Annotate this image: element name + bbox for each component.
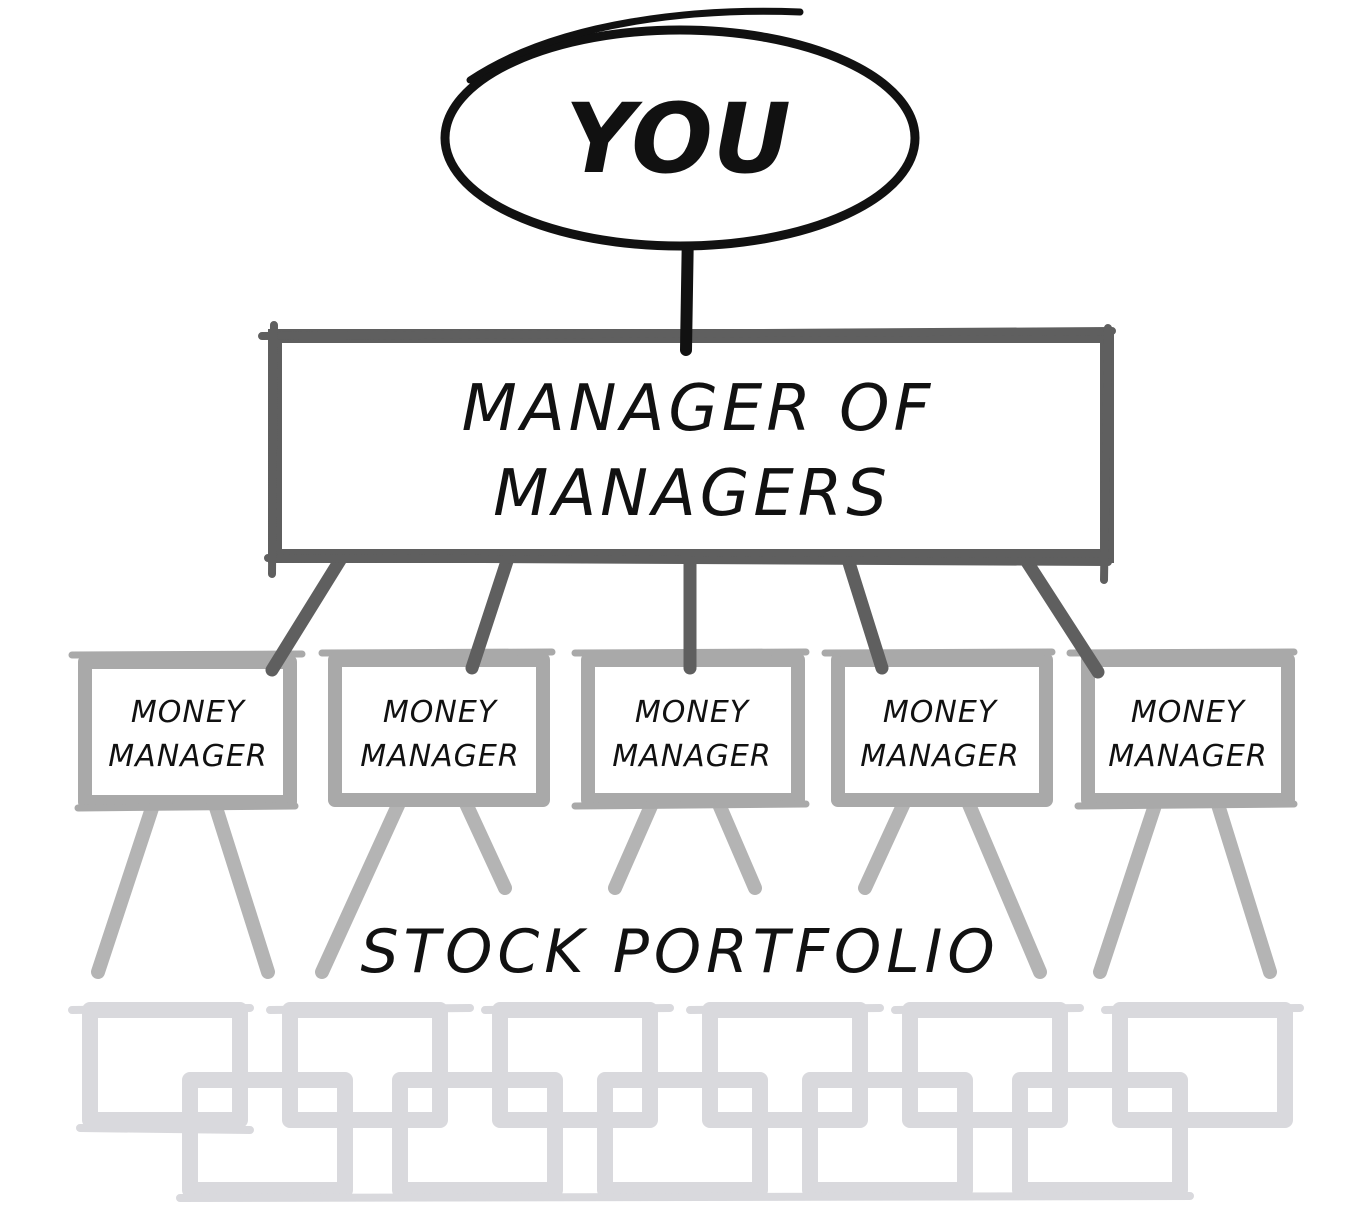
portfolio-stock-box [1012, 1072, 1188, 1198]
manager-of-managers-box [258, 321, 1116, 584]
money-manager-label-line2: MANAGER [108, 739, 267, 774]
portfolio-stock-box [802, 1072, 973, 1198]
portfolio-stock-box [282, 1002, 448, 1128]
money-manager-label-line1: MONEY [635, 695, 751, 730]
manager-to-portfolio-connectors [91, 783, 1277, 979]
portfolio-stock-box [82, 1002, 248, 1128]
money-manager-box [831, 653, 1053, 807]
manager-of-managers-label-line1: MANAGER OF [462, 372, 935, 446]
money-manager-label-line1: MONEY [383, 695, 499, 730]
portfolio-stock-box [597, 1072, 768, 1198]
portfolio-stock-box [392, 1072, 563, 1198]
portfolio-stock-box [182, 1072, 353, 1198]
portfolio-stock-box [492, 1002, 658, 1128]
money-manager-label-line2: MANAGER [860, 739, 1019, 774]
money-manager-box [581, 653, 805, 807]
money-manager-box [1081, 653, 1295, 807]
money-manager-label-line1: MONEY [1131, 695, 1247, 730]
money-manager-box [328, 653, 550, 807]
money-manager-label-line2: MANAGER [360, 739, 519, 774]
portfolio-stock-box [902, 1002, 1068, 1128]
stock-portfolio-grid [68, 1002, 1304, 1202]
portfolio-stock-box [1112, 1002, 1293, 1128]
money-manager-boxes [78, 653, 1295, 809]
stock-portfolio-label: STOCK PORTFOLIO [360, 917, 999, 987]
you-label: YOU [565, 83, 791, 195]
manager-of-managers-label-line2: MANAGERS [493, 457, 891, 531]
you-ellipse [440, 7, 920, 251]
money-manager-label-line2: MANAGER [612, 739, 771, 774]
money-manager-label-line2: MANAGER [1108, 739, 1267, 774]
money-manager-box [78, 655, 297, 809]
portfolio-stock-box [702, 1002, 868, 1128]
money-manager-label-line1: MONEY [883, 695, 999, 730]
money-manager-label-line1: MONEY [131, 695, 247, 730]
